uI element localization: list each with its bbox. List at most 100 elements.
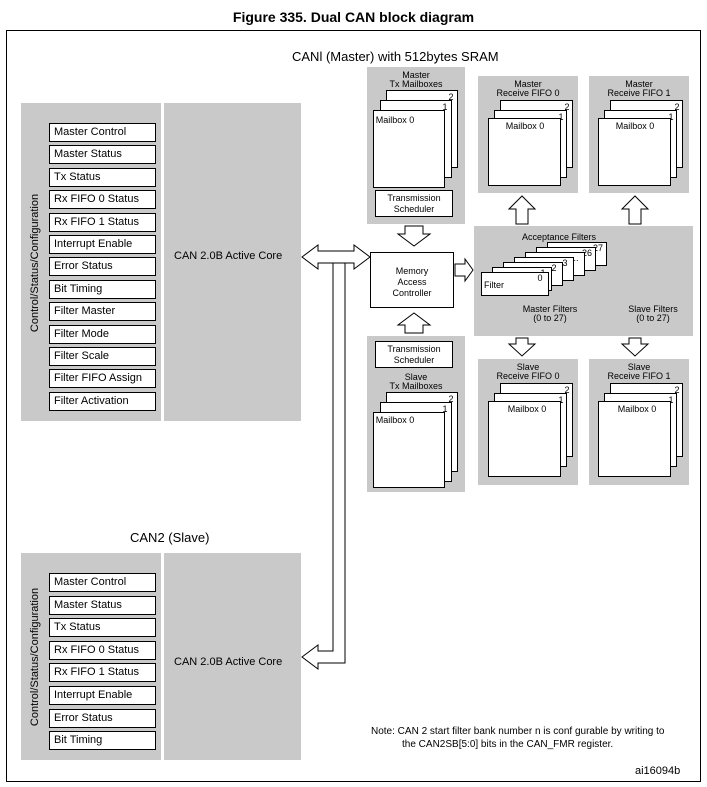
slave-fifo1-title-1: Slave — [627, 362, 651, 372]
slave-tx-mailbox-0 — [373, 412, 445, 488]
master-fifo0-n2: 2 — [564, 102, 570, 112]
can1-register: Master Status — [49, 145, 156, 165]
can1-register: Rx FIFO 0 Status — [49, 190, 156, 210]
filter-bank-number: .. — [573, 253, 579, 263]
master-sched-to-mac-arrow — [396, 225, 432, 247]
master-fifo0-mailbox-label: Mailbox 0 — [505, 121, 545, 131]
can1-register: Rx FIFO 1 Status — [49, 212, 156, 232]
slave-filters-label-1: Slave Filters — [628, 304, 678, 314]
slave-tx-scheduler-2: Scheduler — [393, 355, 435, 365]
can1-register: Filter Mode — [49, 324, 156, 344]
master-tx-title-2: Tx Mailboxes — [389, 79, 443, 89]
slave-fifo1-n1: 1 — [668, 395, 674, 405]
slave-fifo0-n1: 1 — [558, 395, 564, 405]
can2-register: Tx Status — [49, 618, 156, 638]
can2-core-label: CAN 2.0B Active Core — [174, 656, 283, 668]
slave-tx-n1: 1 — [442, 404, 448, 414]
master-filters-label-2: (0 to 27) — [533, 313, 567, 323]
slave-fifo1-mailbox-label: Mailbox 0 — [617, 404, 657, 414]
can2-title: CAN2 (Slave) — [130, 530, 210, 545]
figure-id: ai16094b — [635, 765, 681, 777]
can1-core-label: CAN 2.0B Active Core — [174, 250, 283, 262]
master-fifo1-title-1: Master — [625, 79, 653, 89]
slave-tx-title-2: Tx Mailboxes — [389, 381, 443, 391]
can2-core-panel — [164, 553, 301, 760]
filter-bank — [481, 272, 549, 296]
filter-bank-number: 27 — [592, 243, 603, 253]
master-tx-mailbox-label: Mailbox 0 — [375, 115, 415, 125]
slave-tx-mailbox-label: Mailbox 0 — [375, 415, 415, 425]
can1-register: Bit Timing — [49, 279, 156, 299]
mac-line3: Controller — [392, 288, 432, 298]
master-fifo0-mailbox-0 — [488, 118, 561, 186]
slave-fifo1-n2: 2 — [674, 385, 680, 395]
slave-tx-n2: 2 — [448, 394, 454, 404]
master-tx-scheduler-1: Transmission — [387, 193, 441, 203]
master-tx-n2: 2 — [448, 92, 454, 102]
master-fifo0-n1: 1 — [558, 112, 564, 122]
figure-title: Figure 335. Dual CAN block diagram — [232, 9, 475, 25]
master-filters-label-1: Master Filters — [522, 304, 578, 314]
filters-to-master-fifo1-arrow — [620, 195, 650, 225]
can2-register: Rx FIFO 0 Status — [49, 640, 156, 660]
master-fifo1-n1: 1 — [668, 112, 674, 122]
can1-register: Filter Activation — [49, 391, 156, 411]
can1-core-panel — [164, 103, 301, 421]
note-line-2: the CAN2SB[5:0] bits in the CAN_FMR regi… — [402, 739, 614, 750]
mac-line2: Access — [397, 277, 427, 287]
filters-to-master-fifo0-arrow — [507, 195, 537, 225]
filters-to-slave-fifo1-arrow — [620, 337, 650, 357]
can1-register: Master Control — [49, 123, 156, 142]
slave-tx-scheduler-1: Transmission — [387, 344, 441, 354]
master-tx-scheduler-2: Scheduler — [393, 204, 435, 214]
can1-to-mac-arrow — [301, 244, 371, 270]
master-fifo1-mailbox-label: Mailbox 0 — [615, 121, 655, 131]
can1-title: CANl (Master) with 512bytes SRAM — [292, 49, 499, 64]
diagram-frame — [6, 30, 701, 782]
filters-to-slave-fifo0-arrow — [507, 337, 537, 357]
acceptance-title: Acceptance Filters — [521, 232, 597, 242]
can1-register: Error Status — [49, 257, 156, 277]
can1-register: Filter Scale — [49, 347, 156, 366]
slave-fifo0-mailbox-label: Mailbox 0 — [507, 404, 547, 414]
slave-fifo0-mailbox-0 — [488, 401, 561, 477]
master-tx-scheduler — [375, 190, 453, 217]
master-fifo0-title-1: Master — [514, 79, 542, 89]
slave-fifo0-n2: 2 — [564, 385, 570, 395]
slave-fifo1-title-2: Receive FIFO 1 — [607, 371, 671, 381]
can2-register: Master Control — [49, 573, 156, 592]
filter-bank-number: 3 — [562, 258, 568, 268]
master-fifo1-title-2: Receive FIFO 1 — [607, 88, 671, 98]
master-fifo1-mailbox-0 — [598, 118, 671, 186]
can1-register: Tx Status — [49, 167, 156, 187]
can2-register: Rx FIFO 1 Status — [49, 663, 156, 683]
master-fifo0-title-2: Receive FIFO 0 — [496, 88, 560, 98]
slave-filters-label-2: (0 to 27) — [636, 313, 670, 323]
can2-bus-arrow — [301, 262, 346, 670]
slave-tx-scheduler — [375, 341, 453, 368]
filter-bank-number: 0 — [537, 273, 543, 283]
master-tx-mailbox-0 — [373, 110, 445, 188]
slave-sched-to-mac-arrow — [396, 312, 432, 334]
mac-to-filters-arrow — [454, 257, 474, 283]
memory-access-controller — [370, 252, 454, 308]
can2-register: Error Status — [49, 708, 156, 728]
slave-fifo1-mailbox-0 — [598, 401, 671, 477]
mac-line1: Memory — [395, 266, 429, 276]
can1-register: Filter Master — [49, 302, 156, 322]
can2-register: Master Status — [49, 595, 156, 615]
master-tx-title-1: Master — [402, 70, 430, 80]
filter-bank-number: 2 — [551, 263, 557, 273]
master-tx-n1: 1 — [442, 102, 448, 112]
slave-tx-title-1: Slave — [404, 372, 428, 382]
slave-fifo0-title-1: Slave — [516, 362, 540, 372]
can1-register: Interrupt Enable — [49, 235, 156, 254]
master-fifo1-n2: 2 — [674, 102, 680, 112]
filter-bank-number: 26 — [581, 248, 592, 258]
can2-register: Bit Timing — [49, 731, 156, 751]
filter-label: Filter — [484, 280, 504, 290]
slave-fifo0-title-2: Receive FIFO 0 — [496, 371, 560, 381]
can1-register: Filter FIFO Assign — [49, 369, 156, 389]
note-line-1: Note: CAN 2 start filter bank number n i… — [371, 726, 665, 737]
